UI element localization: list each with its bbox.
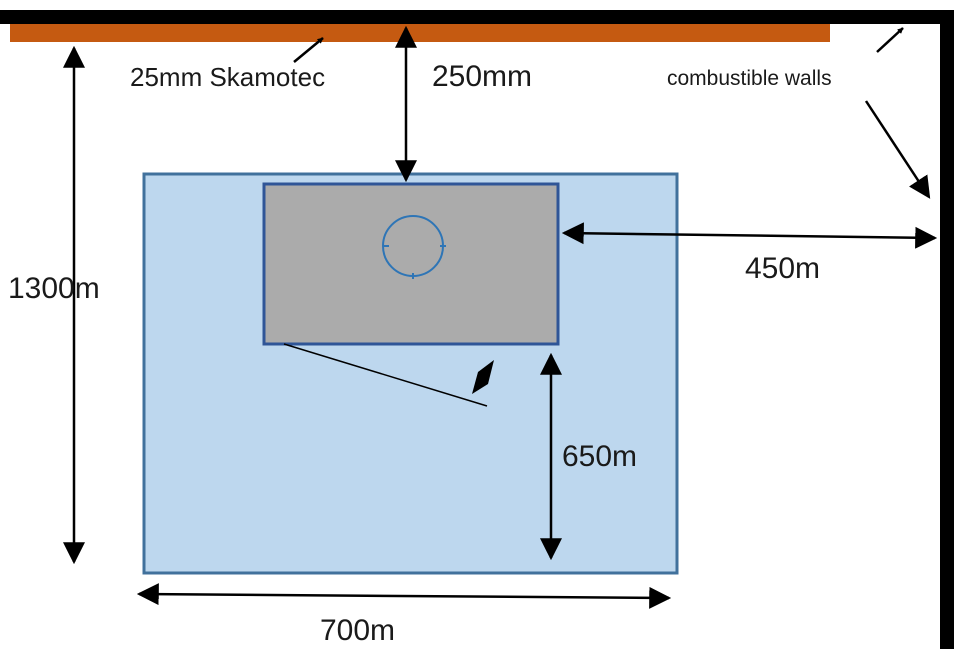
top-clearance-label: 250mm [432, 60, 532, 93]
front-clearance-label: 650m [562, 440, 637, 473]
skamotec-label: 25mm Skamotec [130, 62, 325, 92]
skamotec-board [10, 24, 830, 42]
side-clearance-arrow [561, 222, 938, 249]
depth-label: 1300m [8, 272, 100, 305]
walls-label: combustible walls [667, 67, 832, 90]
door-swing-line [283, 343, 488, 407]
skamotec-pointer-arrow [293, 37, 324, 63]
walls-pointer-arrow-2 [864, 100, 931, 199]
side-clearance-label: 450m [745, 252, 820, 285]
width-label: 700m [320, 614, 395, 647]
door-handle-icon [472, 360, 494, 394]
right-wall [940, 10, 954, 649]
width-arrow [136, 583, 672, 609]
top-wall [0, 10, 954, 24]
stove [262, 182, 560, 346]
walls-pointer-arrow [876, 27, 904, 53]
